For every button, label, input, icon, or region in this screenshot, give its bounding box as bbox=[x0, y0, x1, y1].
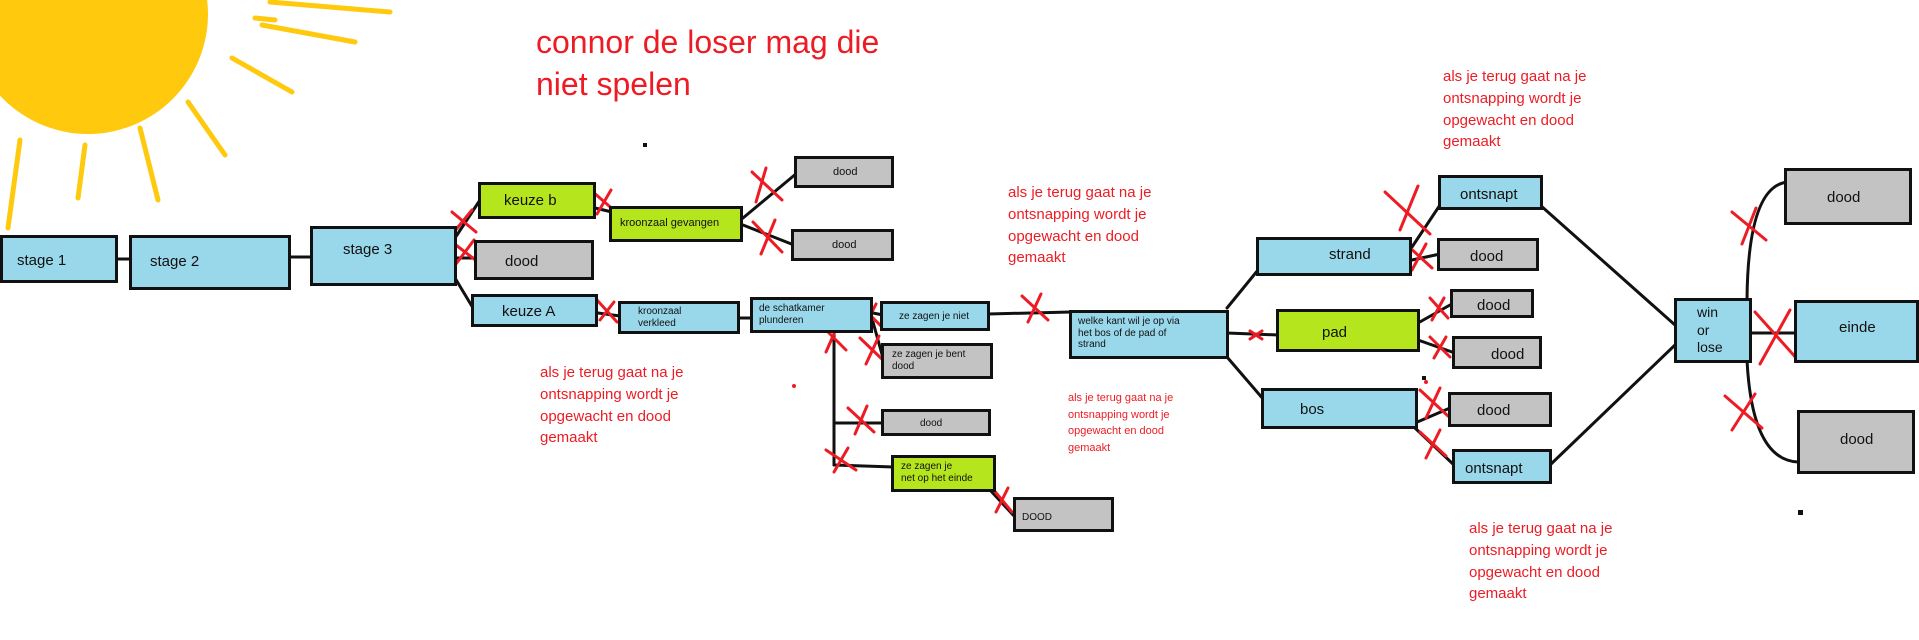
node-strand[interactable]: strand bbox=[1256, 237, 1412, 276]
node-stage-1[interactable]: stage 1 bbox=[0, 235, 118, 283]
note-small-center: als je terug gaat na je ontsnapping word… bbox=[1068, 392, 1174, 454]
sun-icon bbox=[0, 0, 393, 231]
node-dood-strand[interactable]: dood bbox=[1437, 238, 1539, 271]
node-kroonzaal-gevangen[interactable]: kroonzaal gevangen bbox=[609, 206, 743, 242]
node-ontsnapt-top[interactable]: ontsnapt bbox=[1438, 175, 1543, 210]
note-bottom-right: als je terug gaat na je ontsnapping word… bbox=[1469, 520, 1613, 603]
note-bottom-left: als je terug gaat na je ontsnapping word… bbox=[540, 364, 684, 447]
node-stage-3[interactable]: stage 3 bbox=[310, 226, 457, 286]
node-keuze-a[interactable]: keuze A bbox=[471, 294, 598, 327]
node-bos[interactable]: bos bbox=[1261, 388, 1418, 429]
node-dood-middle[interactable]: dood bbox=[881, 409, 991, 436]
node-dood-final-top[interactable]: dood bbox=[1784, 168, 1912, 225]
node-dood-kroonzaal-bottom[interactable]: dood bbox=[791, 229, 894, 261]
node-keuze-b[interactable]: keuze b bbox=[478, 182, 596, 219]
node-ze-zagen-je-niet[interactable]: ze zagen je niet bbox=[880, 301, 990, 331]
node-dood-pad-bottom[interactable]: dood bbox=[1452, 336, 1542, 369]
node-dood-pad-top[interactable]: dood bbox=[1450, 289, 1534, 318]
node-dood-final-bottom[interactable]: dood bbox=[1797, 410, 1915, 474]
node-ze-zagen-je-dood[interactable]: ze zagen je bent dood bbox=[881, 343, 993, 379]
note-middle: als je terug gaat na je ontsnapping word… bbox=[1008, 184, 1152, 267]
node-dood-bos[interactable]: dood bbox=[1448, 392, 1552, 427]
page-title: connor de loser mag die niet spelen bbox=[536, 24, 880, 102]
node-ze-zagen-je-einde[interactable]: ze zagen je net op het einde bbox=[891, 455, 996, 492]
node-dood-stage3[interactable]: dood bbox=[474, 240, 594, 280]
connector-lines bbox=[115, 171, 1800, 519]
node-dood-caps[interactable]: DOOD bbox=[1013, 497, 1114, 532]
note-top-right: als je terug gaat na je ontsnapping word… bbox=[1443, 68, 1587, 151]
node-kroonzaal-verkleed[interactable]: kroonzaal verkleed bbox=[618, 301, 740, 334]
node-einde[interactable]: einde bbox=[1794, 300, 1919, 363]
cross-mark-icon bbox=[450, 166, 1800, 514]
node-pad[interactable]: pad bbox=[1276, 309, 1420, 352]
node-welke-kant[interactable]: welke kant wil je op via het bos of de p… bbox=[1069, 310, 1229, 359]
node-dood-kroonzaal-top[interactable]: dood bbox=[794, 156, 894, 188]
node-win-or-lose[interactable]: win or lose bbox=[1674, 298, 1752, 363]
node-schatkamer[interactable]: de schatkamer plunderen bbox=[750, 297, 873, 333]
node-stage-2[interactable]: stage 2 bbox=[129, 235, 291, 290]
node-ontsnapt-bottom[interactable]: ontsnapt bbox=[1452, 449, 1552, 484]
